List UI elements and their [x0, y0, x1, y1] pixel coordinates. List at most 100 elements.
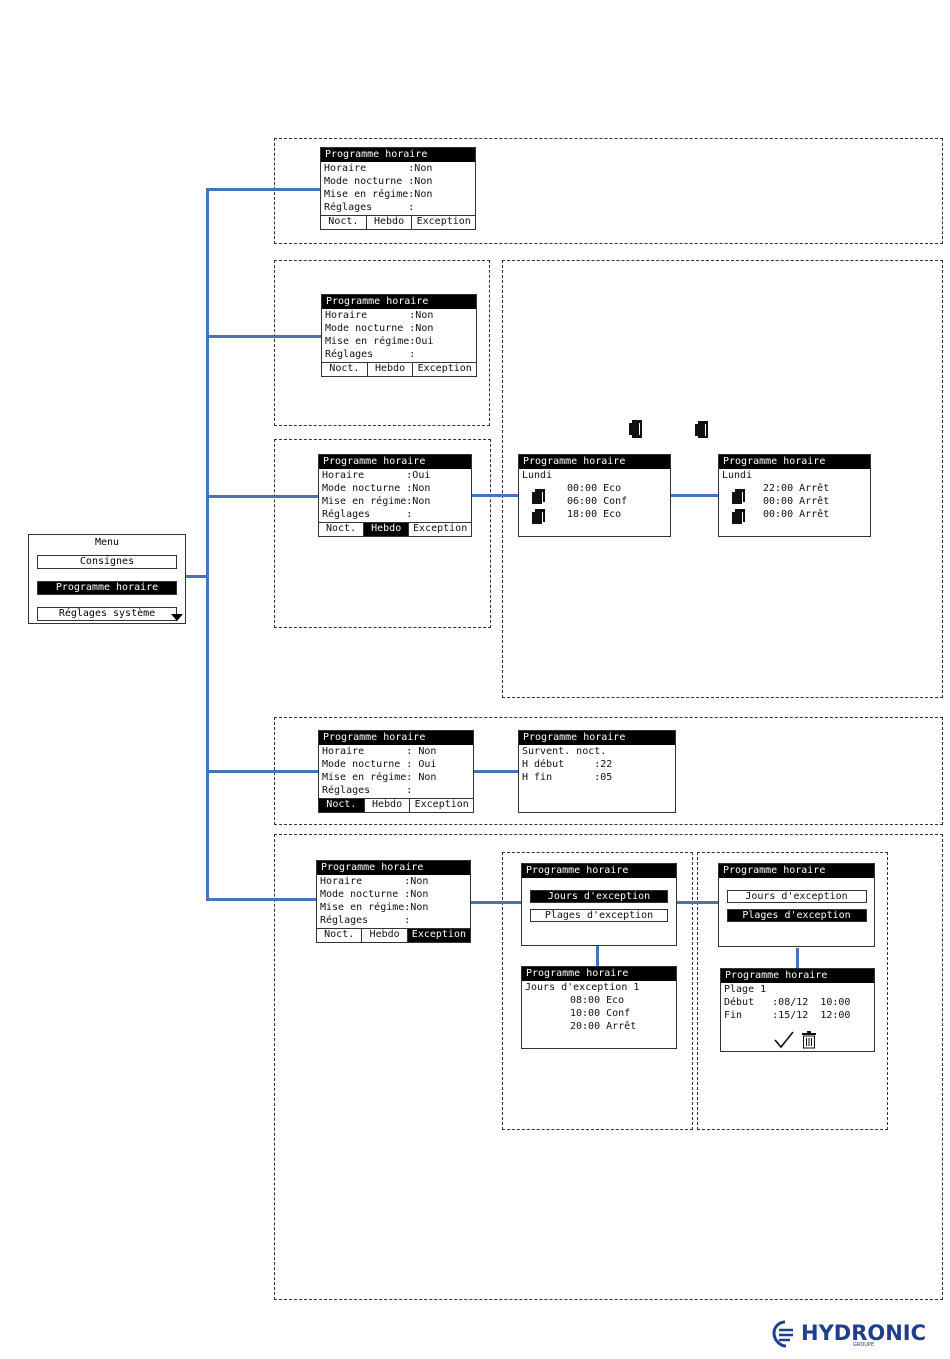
tab-exception[interactable]: Exception	[407, 929, 470, 942]
group-frame-hebdo-details	[502, 260, 943, 698]
tab-noct[interactable]: Noct.	[321, 216, 367, 229]
screen-title: Programme horaire	[522, 864, 676, 878]
tab-hebdo[interactable]: Hebdo	[367, 216, 413, 229]
screen-title: Programme horaire	[317, 861, 470, 875]
connector-branch-3	[206, 495, 318, 498]
overview-screen-3: Programme horaire Horaire :Oui Mode noct…	[318, 454, 472, 537]
connector-menu	[185, 575, 207, 578]
plages-exception-button[interactable]: Plages d'exception	[530, 909, 668, 922]
connector-branch-5	[206, 898, 316, 901]
connector-plages-down	[796, 948, 799, 968]
tab-exception[interactable]: Exception	[416, 216, 471, 227]
connector-trunk	[206, 188, 209, 901]
tab-exception[interactable]: Exception	[414, 799, 469, 810]
group-frame-hebdo	[274, 439, 491, 628]
weekly-day: Lundi	[522, 470, 553, 481]
weekly-slot: 22:00 Arrêt	[719, 482, 870, 495]
weekly-screen-1: Programme horaire Lundi 00:00 Eco 06:00 …	[518, 454, 671, 537]
connector-noct	[474, 770, 518, 773]
exception-choice-plages: Programme horaire Jours d'exception Plag…	[718, 863, 875, 947]
night-row: H fin :05	[522, 772, 613, 783]
tab-hebdo[interactable]: Hebdo	[368, 363, 414, 376]
group-frame-regime	[274, 260, 490, 426]
calendar-copy-icon[interactable]	[732, 509, 745, 524]
hydronic-logo: HYDRONIC GROUPE	[772, 1320, 926, 1348]
screen-row: Mise en régime:Non	[320, 902, 429, 913]
screen-row: Horaire :Non	[325, 310, 434, 321]
menu-item-programme-horaire[interactable]: Programme horaire	[37, 581, 177, 595]
weekly-slot-text: 22:00 Arrêt	[763, 483, 830, 494]
weekly-day: Lundi	[722, 470, 753, 481]
tab-hebdo[interactable]: Hebdo	[364, 523, 410, 536]
screen-title: Programme horaire	[721, 969, 874, 983]
screen-row: Réglages :	[324, 202, 415, 213]
night-screen: Programme horaire Survent. noct. H début…	[518, 730, 676, 813]
tab-noct[interactable]: Noct.	[319, 523, 365, 536]
weekly-slot: 00:00 Arrêt	[719, 495, 870, 508]
weekly-slot-text: 00:00 Eco	[567, 483, 622, 494]
screen-row: Réglages :	[325, 349, 416, 360]
trash-icon[interactable]	[801, 1031, 817, 1049]
screen-row: Mise en régime:Non	[322, 496, 431, 507]
menu-item-reglages-systeme[interactable]: Réglages système	[37, 607, 177, 621]
calendar-copy-icon[interactable]	[732, 489, 745, 504]
screen-row: Mise en régime: Non	[322, 772, 437, 783]
night-row: Survent. noct.	[522, 746, 607, 757]
tab-noct[interactable]: Noct.	[322, 363, 368, 376]
tab-exception[interactable]: Exception	[417, 363, 472, 374]
weekly-slot: 00:00 Eco	[519, 482, 670, 495]
screen-title: Programme horaire	[519, 731, 675, 745]
plage-row: Fin :15/12 12:00	[724, 1010, 851, 1021]
group-frame-default	[274, 138, 943, 244]
screen-row: Mise en régime:Non	[324, 189, 433, 200]
weekly-slot: 18:00 Eco	[519, 508, 670, 521]
plage-row: Plage 1	[724, 984, 767, 995]
group-frame-plages	[697, 852, 888, 1130]
menu-item-consignes[interactable]: Consignes	[37, 555, 177, 569]
screen-title: Programme horaire	[719, 864, 874, 878]
connector-branch-2	[206, 335, 321, 338]
calendar-single-icon[interactable]	[532, 489, 545, 504]
connector-exc-2	[676, 901, 719, 904]
weekly-slot: 06:00 Conf	[519, 495, 670, 508]
logo-subtext: GROUPE	[853, 1341, 875, 1348]
screen-row: Réglages :	[322, 509, 413, 520]
jours-exception-button[interactable]: Jours d'exception	[530, 890, 668, 903]
screen-title: Programme horaire	[321, 148, 475, 162]
screen-row: Mise en régime:Oui	[325, 336, 434, 347]
jours-slot: 08:00 Eco	[570, 995, 625, 1006]
screen-title: Programme horaire	[719, 455, 870, 469]
calendar-single-icon[interactable]	[532, 509, 545, 524]
weekly-slot-text: 18:00 Eco	[567, 509, 622, 520]
screen-title: Programme horaire	[522, 967, 676, 981]
checkmark-icon[interactable]	[774, 1031, 794, 1049]
connector-hebdo-1	[472, 494, 518, 497]
overview-screen-5: Programme horaire Horaire :Non Mode noct…	[316, 860, 471, 943]
weekly-slot: 00:00 Arrêt	[719, 508, 870, 521]
connector-exc-1	[471, 901, 521, 904]
tab-exception[interactable]: Exception	[413, 523, 468, 534]
main-menu: Menu Consignes Programme horaire Réglage…	[28, 534, 186, 624]
tab-noct[interactable]: Noct.	[319, 799, 365, 812]
screen-row: Mode nocturne :Non	[324, 176, 433, 187]
screen-title: Programme horaire	[519, 455, 670, 469]
plages-exception-button[interactable]: Plages d'exception	[726, 909, 867, 922]
tab-noct[interactable]: Noct.	[317, 929, 363, 942]
tab-hebdo[interactable]: Hebdo	[362, 929, 408, 942]
weekly-slot-text: 06:00 Conf	[567, 496, 628, 507]
connector-hebdo-2	[671, 494, 718, 497]
group-frame-exception	[274, 834, 943, 1300]
scroll-down-icon[interactable]	[171, 614, 183, 621]
screen-row: Réglages :	[322, 785, 413, 796]
weekly-slot-text: 00:00 Arrêt	[763, 496, 830, 507]
jours-heading: Jours d'exception 1	[525, 982, 640, 993]
screen-row: Mode nocturne :Non	[325, 323, 434, 334]
connector-branch-1	[206, 188, 320, 191]
night-row: H début :22	[522, 759, 613, 770]
tab-hebdo[interactable]: Hebdo	[365, 799, 411, 812]
jours-exception-button[interactable]: Jours d'exception	[726, 890, 867, 903]
screen-row: Horaire :Non	[324, 163, 433, 174]
screen-row: Horaire :Non	[320, 876, 429, 887]
screen-row: Mode nocturne : Oui	[322, 759, 437, 770]
plage-detail-screen: Programme horaire Plage 1 Début :08/12 1…	[720, 968, 875, 1052]
